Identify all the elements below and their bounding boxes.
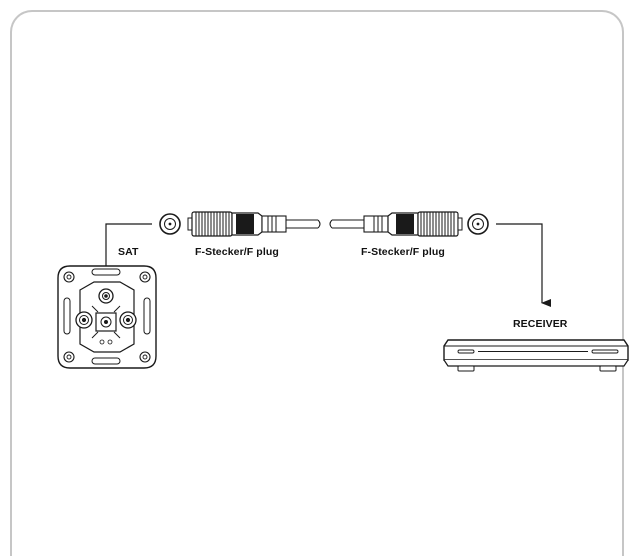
f-plug-label-left: F-Stecker/F plug (195, 246, 279, 258)
coax-socket-icon-right (467, 213, 489, 235)
receiver-label: RECEIVER (513, 318, 568, 330)
f-plug-icon-left (187, 211, 321, 237)
f-plug-icon-right (329, 211, 463, 237)
sat-receiver-icon (443, 339, 629, 372)
coax-socket-icon-left (159, 213, 181, 235)
wall-antenna-socket-icon (57, 265, 157, 369)
arrow-down-icon-receiver (496, 223, 551, 307)
sat-label: SAT (118, 246, 139, 258)
f-plug-label-right: F-Stecker/F plug (361, 246, 445, 258)
arrow-down-icon-sat (105, 223, 152, 286)
